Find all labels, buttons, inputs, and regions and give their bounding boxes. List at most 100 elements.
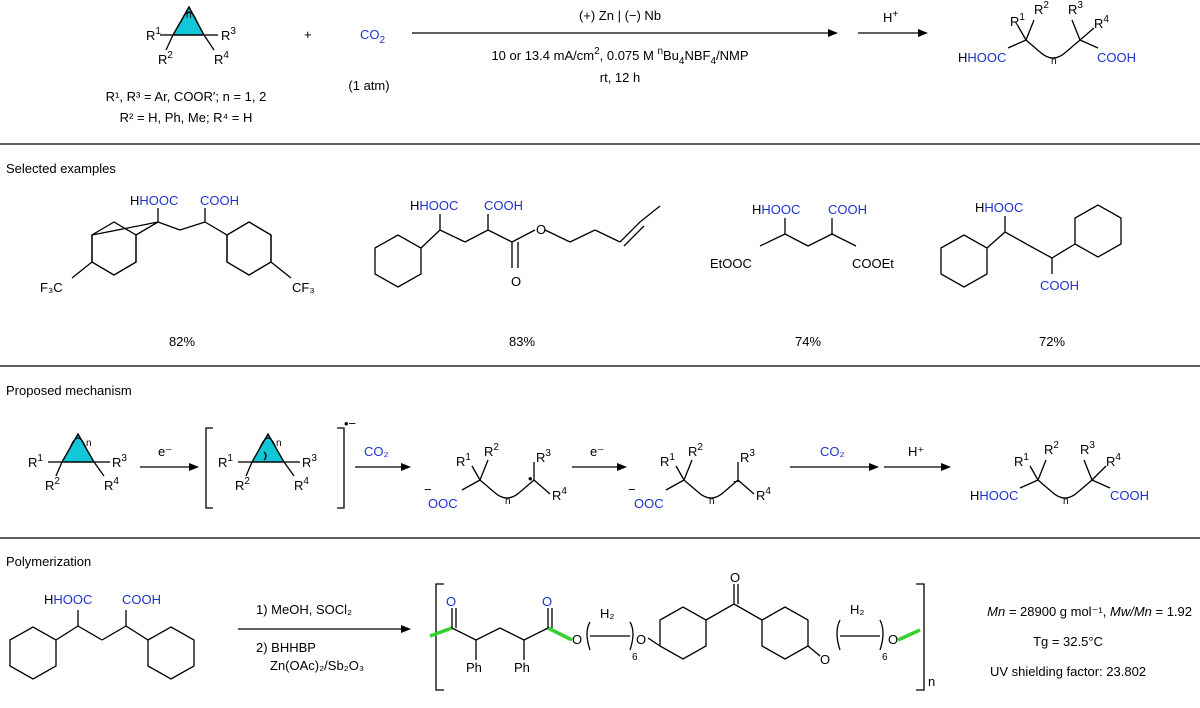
example-4-cooh: COOH bbox=[1040, 278, 1079, 293]
co2-reagent: CO2 bbox=[360, 27, 386, 46]
polymer-carbonyl-o-1: O bbox=[446, 594, 456, 609]
svg-text:R4: R4 bbox=[552, 486, 567, 503]
polymer-uv-shielding: UV shielding factor: 23.802 bbox=[990, 664, 1146, 679]
ring-n-label: n bbox=[186, 10, 192, 21]
polymer-ester-o: O bbox=[572, 632, 582, 647]
svg-text:n: n bbox=[505, 496, 511, 507]
example-1-structure: HHOOC COOH F₃C CF₃ bbox=[40, 193, 315, 295]
diacid-product: R1 R2 R3 R4 n HHOOC COOH bbox=[958, 0, 1136, 67]
svg-text:R2: R2 bbox=[45, 476, 60, 493]
electrode-conditions: (+) Zn | (−) Nb bbox=[579, 8, 661, 23]
anion-ooc: OOC bbox=[634, 496, 664, 511]
cycloalkane-reactant: n R1 R2 R3 R4 bbox=[146, 5, 236, 67]
section-title-polymerization: Polymerization bbox=[6, 554, 91, 569]
mech-product-cooh: COOH bbox=[1110, 488, 1149, 503]
polymer-tg: Tg = 32.5°C bbox=[1033, 634, 1103, 649]
product-r2: R2 bbox=[1034, 0, 1049, 17]
svg-text:R3: R3 bbox=[536, 448, 551, 465]
r1-label: R1 bbox=[146, 26, 161, 43]
polymer-ether-o-1: O bbox=[636, 632, 646, 647]
svg-text:R4: R4 bbox=[104, 476, 119, 493]
polymer-six-1: 6 bbox=[632, 652, 638, 663]
mech-product-hooc: HHOOC bbox=[970, 488, 1018, 503]
monomer-cooh: COOH bbox=[122, 592, 161, 607]
polymer-repeat-n: n bbox=[928, 674, 935, 689]
example-1-cf3-right: CF₃ bbox=[292, 280, 315, 295]
svg-text:n: n bbox=[1063, 496, 1069, 507]
svg-text:R3: R3 bbox=[302, 453, 317, 470]
svg-text:−: − bbox=[628, 482, 636, 497]
reaction-time: rt, 12 h bbox=[600, 70, 640, 85]
section-title-examples: Selected examples bbox=[6, 161, 116, 176]
svg-text:R4: R4 bbox=[294, 476, 309, 493]
svg-text:R2: R2 bbox=[484, 442, 499, 459]
monomer-structure: HHOOC COOH bbox=[9, 592, 195, 680]
monomer-hooc: HHOOC bbox=[44, 592, 92, 607]
svg-text:R2: R2 bbox=[688, 442, 703, 459]
svg-text:R3: R3 bbox=[1080, 440, 1095, 457]
example-4-yield: 72% bbox=[1039, 334, 1065, 349]
svg-text:n: n bbox=[86, 438, 92, 449]
mech-co2-1: CO₂ bbox=[364, 444, 389, 459]
polymer-h2-1: H₂ bbox=[600, 606, 614, 621]
svg-text:R1: R1 bbox=[218, 453, 233, 470]
section-title-mechanism: Proposed mechanism bbox=[6, 383, 132, 398]
r2-label: R2 bbox=[158, 50, 173, 67]
svg-text:R1: R1 bbox=[1014, 452, 1029, 469]
carboxylate-anion: R1 R2 R3 R4 − n − OOC bbox=[628, 442, 771, 511]
r4-label: R4 bbox=[214, 50, 229, 67]
green-bond-right bbox=[897, 628, 921, 642]
product-hooc: HHOOC bbox=[958, 50, 1006, 65]
product-r1: R1 bbox=[1010, 12, 1025, 29]
mechanism-product: R1 R2 R3 R4 n HHOOC COOH bbox=[970, 440, 1149, 507]
example-3-cooh: COOH bbox=[828, 202, 867, 217]
example-1-cooh: COOH bbox=[200, 193, 239, 208]
r3-label: R3 bbox=[221, 26, 236, 43]
green-bond-middle bbox=[547, 626, 573, 642]
example-2-carbonyl-o: O bbox=[511, 274, 521, 289]
green-bond-left bbox=[429, 626, 453, 638]
svg-text:R1: R1 bbox=[660, 452, 675, 469]
radical-anion-charge: •− bbox=[344, 416, 356, 431]
example-1-hooc: HHOOC bbox=[130, 193, 178, 208]
example-2-ester-o: O bbox=[536, 222, 546, 237]
svg-text:R2: R2 bbox=[235, 476, 250, 493]
svg-text:−: − bbox=[733, 474, 741, 489]
mech-co2-2: CO₂ bbox=[820, 444, 845, 459]
polymer-h2-2: H₂ bbox=[850, 602, 864, 617]
svg-text:R1: R1 bbox=[456, 452, 471, 469]
example-3-yield: 74% bbox=[795, 334, 821, 349]
svg-text:R1: R1 bbox=[28, 453, 43, 470]
example-2-structure: HHOOC COOH O O bbox=[374, 198, 661, 289]
mech-acid: H⁺ bbox=[908, 444, 924, 459]
main-reaction: n R1 R2 R3 R4 R¹, R³ = Ar, COOR′; n = 1,… bbox=[106, 0, 1136, 125]
polymer-structure: O O Ph Ph O H₂ 6 O O O H₂ 6 O n bbox=[429, 570, 935, 691]
polymer-ketone-o: O bbox=[730, 570, 740, 585]
mech-electron-2: e⁻ bbox=[590, 444, 604, 459]
scope-line-2: R² = H, Ph, Me; R⁴ = H bbox=[120, 110, 253, 125]
acid-label: H+ bbox=[883, 9, 898, 25]
radical-ooc: OOC bbox=[428, 496, 458, 511]
electrolysis-conditions: 10 or 13.4 mA/cm2, 0.075 M nBu4NBF4/NMP bbox=[491, 46, 748, 67]
svg-text:R3: R3 bbox=[112, 453, 127, 470]
example-3-structure: HHOOC COOH EtOOC COOEt bbox=[710, 202, 894, 271]
polymer-ph-2: Ph bbox=[514, 660, 530, 675]
polymer-ph-1: Ph bbox=[466, 660, 482, 675]
example-4-hooc: HHOOC bbox=[975, 200, 1023, 215]
co2-pressure: (1 atm) bbox=[348, 78, 389, 93]
plus-sign: + bbox=[304, 27, 312, 42]
radical-anion-intermediate: n R1 R2 R3 R4 •− bbox=[205, 416, 356, 509]
mech-electron-1: e⁻ bbox=[158, 444, 172, 459]
svg-text:−: − bbox=[424, 482, 432, 497]
svg-text:R2: R2 bbox=[1044, 440, 1059, 457]
polymer-mn: Mn = 28900 g mol⁻¹, Mw/Mn = 1.92 bbox=[987, 604, 1192, 619]
polymer-six-2: 6 bbox=[882, 652, 888, 663]
example-2-hooc: HHOOC bbox=[410, 198, 458, 213]
example-1-cf3-left: F₃C bbox=[40, 280, 63, 295]
example-3-etooc: EtOOC bbox=[710, 256, 752, 271]
svg-text:n: n bbox=[276, 438, 282, 449]
ring-bridge bbox=[180, 11, 198, 23]
mechanism-substrate: n R1 R2 R3 R4 bbox=[28, 432, 127, 493]
polymerization-catalyst: Zn(OAc)₂/Sb₂O₃ bbox=[270, 658, 364, 673]
